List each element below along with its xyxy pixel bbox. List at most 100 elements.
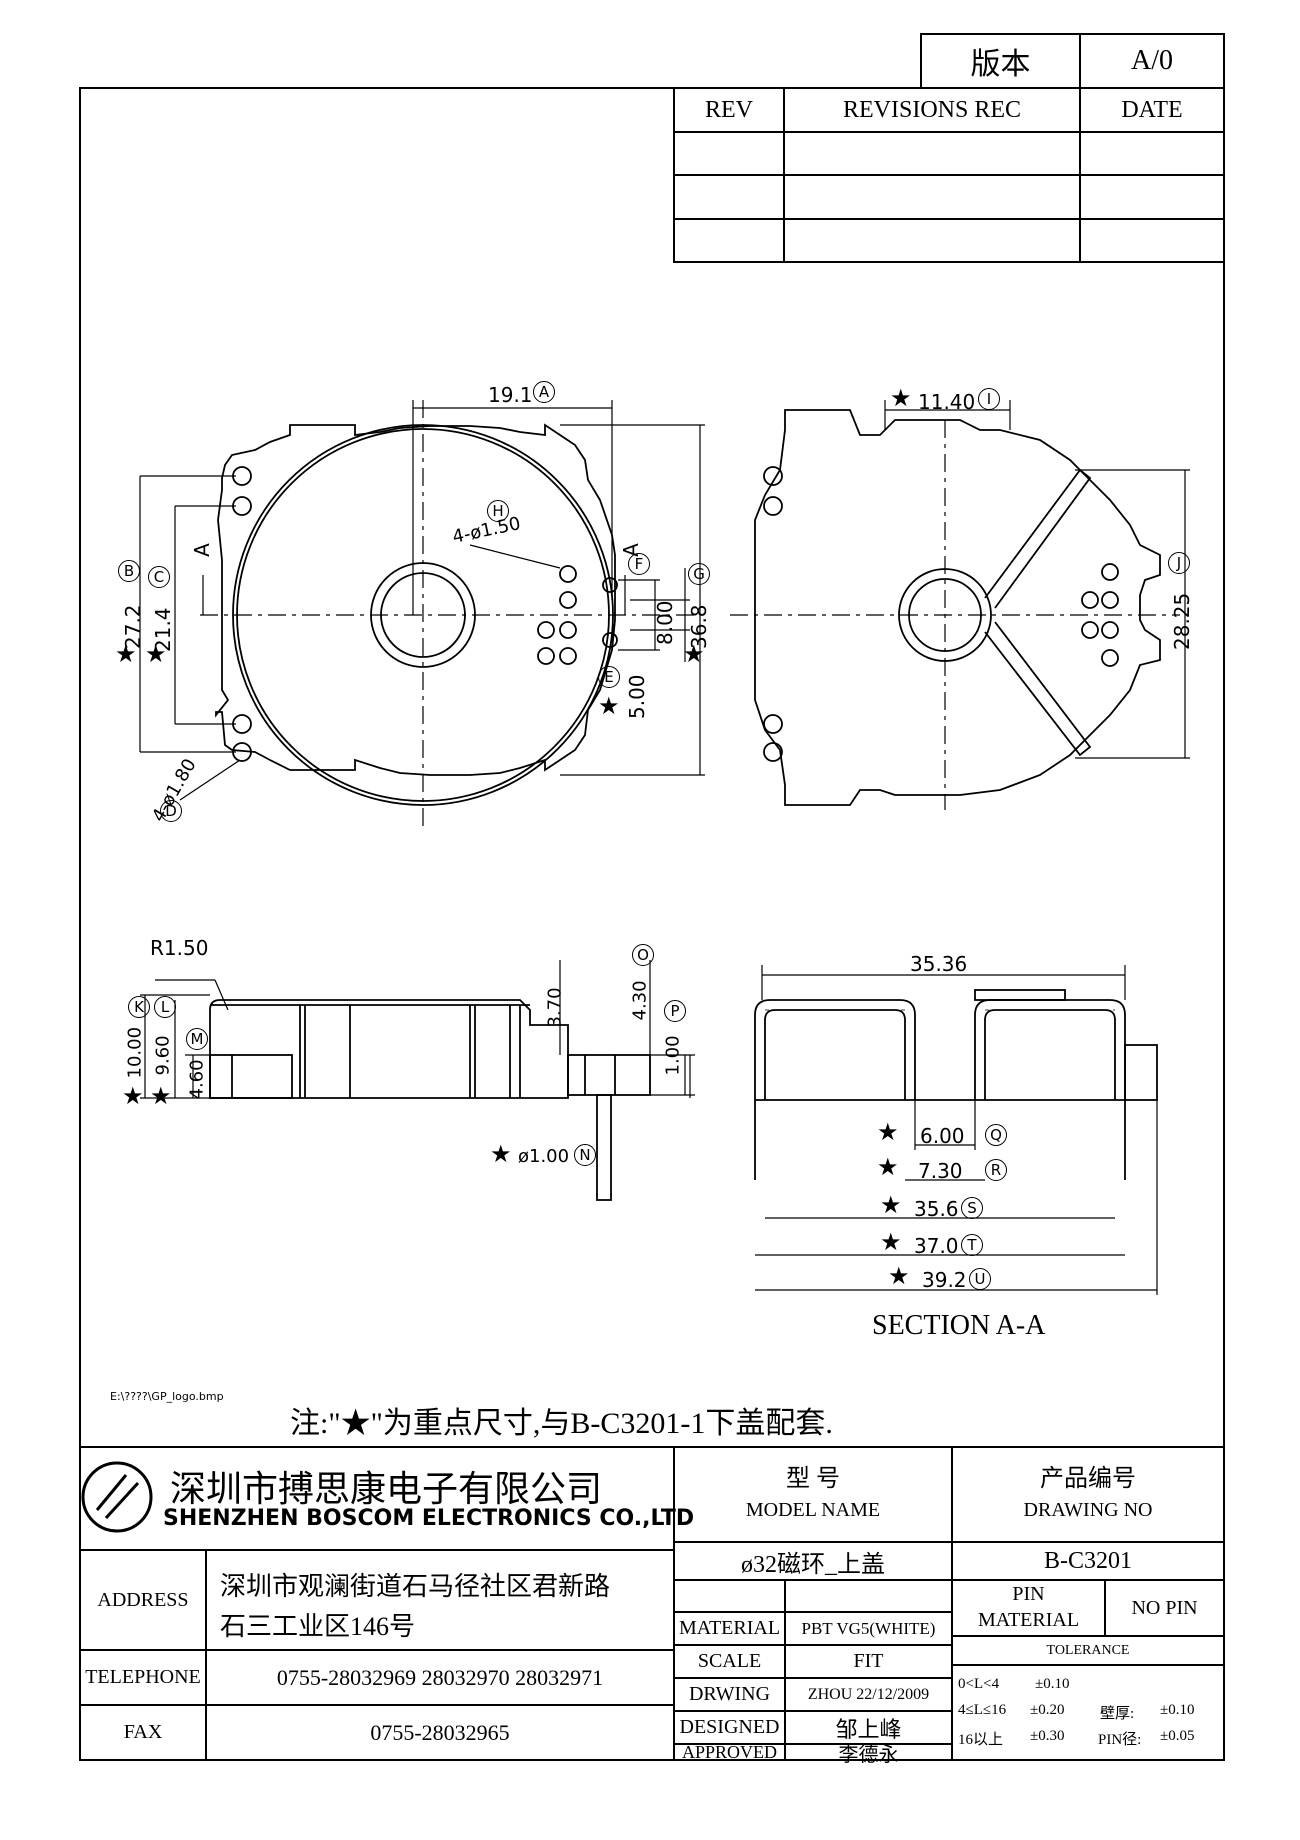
fax-value: 0755-28032965 <box>370 1719 510 1745</box>
fax-label: FAX <box>123 1721 163 1743</box>
dim-u-value: 39.2 <box>922 1268 967 1292</box>
section-mark-left: A <box>189 543 214 557</box>
rev-header: REV <box>705 96 753 123</box>
tolerance-label: TOLERANCE <box>1046 1642 1130 1658</box>
material-label: MATERIAL <box>678 1617 781 1639</box>
dim-r-star: ★ <box>877 1153 899 1181</box>
dim-i-tag: I <box>978 388 1000 410</box>
dim-c-tag: C <box>148 566 170 588</box>
address-label: ADDRESS <box>97 1588 189 1611</box>
designed-value: 邹上峰 <box>835 1716 902 1742</box>
dim-f-value: 8.00 <box>653 600 677 645</box>
dim-p-value: 1.00 <box>662 1035 684 1076</box>
tol-r2d: ±0.10 <box>1160 1702 1195 1718</box>
dim-s-star: ★ <box>880 1191 902 1219</box>
model-value: ø32磁环_上盖 <box>741 1551 885 1578</box>
note-text: 注:"★"为重点尺寸,与B-C3201-1下盖配套. <box>290 1407 833 1440</box>
tol-r1b: ±0.10 <box>1035 1676 1070 1692</box>
drawing-label-en: DRAWING NO <box>1023 1498 1153 1521</box>
dim-u-star: ★ <box>888 1262 910 1290</box>
revisions-rec-header: REVISIONS REC <box>842 96 1022 123</box>
dim-c-star: ★ <box>145 640 167 668</box>
dim-g-star: ★ <box>683 640 705 668</box>
designed-label: DESIGNED <box>679 1716 780 1738</box>
dim-b-tag: B <box>118 560 140 582</box>
dim-k-tag: K <box>128 996 150 1018</box>
dim-p-tag: P <box>664 1000 686 1022</box>
drwing-label: DRWING <box>688 1683 771 1705</box>
dim-j-tag: J <box>1168 552 1190 574</box>
approved-label: APPROVED <box>681 1741 778 1762</box>
dim-q-star: ★ <box>877 1118 899 1146</box>
scale-value: FIT <box>853 1650 884 1672</box>
model-label-cn: 型 号 <box>786 1465 840 1492</box>
dim-e-star: ★ <box>598 692 620 720</box>
dim-b-star: ★ <box>115 640 137 668</box>
telephone-label: TELEPHONE <box>85 1666 201 1688</box>
dim-l-value: 9.60 <box>152 1035 174 1076</box>
dim-d-tag: D <box>160 800 182 822</box>
address-line2: 石三工业区146号 <box>220 1612 416 1641</box>
scale-label: SCALE <box>697 1650 762 1672</box>
approved-value: 李德永 <box>838 1743 899 1766</box>
version-label: 版本 <box>970 48 1031 81</box>
tol-r1a: 0<L<4 <box>958 1676 1000 1692</box>
drawing-label-cn: 产品编号 <box>1040 1465 1136 1492</box>
dim-e-tag: E <box>598 666 620 688</box>
dim-n-value: ø1.00 <box>518 1146 570 1167</box>
dim-l-star: ★ <box>150 1082 172 1110</box>
drawing-border <box>79 87 1225 1761</box>
dim-t-value: 37.0 <box>914 1234 959 1258</box>
telephone-value: 0755-28032969 28032970 28032971 <box>276 1664 604 1690</box>
side-view <box>209 999 651 1201</box>
date-header: DATE <box>1121 96 1183 123</box>
dim-e-value: 5.00 <box>625 674 649 719</box>
dim-f-tag: F <box>628 553 650 575</box>
logo-path: E:\????\GP_logo.bmp <box>110 1390 224 1403</box>
dim-j-value: 28.25 <box>1170 592 1194 650</box>
dim-t-star: ★ <box>880 1228 902 1256</box>
tol-r3b: ±0.30 <box>1030 1728 1065 1744</box>
drawing-value: B-C3201 <box>1043 1547 1132 1574</box>
dim-t-tag: T <box>961 1234 983 1256</box>
dim-o-value: 4.30 <box>629 980 651 1021</box>
dim-u-tag: U <box>969 1268 991 1290</box>
version-value: A/0 <box>1131 45 1173 76</box>
dim-r-value: 7.30 <box>918 1159 963 1183</box>
company-name-cn: 深圳市搏思康电子有限公司 <box>170 1469 603 1509</box>
company-name-en: SHENZHEN BOSCOM ELECTRONICS CO.,LTD <box>163 1506 695 1531</box>
section-title: SECTION A-A <box>872 1310 1046 1341</box>
dim-i-star: ★ <box>890 384 912 412</box>
dim-a-tag: A <box>533 381 555 403</box>
dim-r-tag: R <box>985 1159 1007 1181</box>
dim-i-value: 11.40 <box>918 390 976 414</box>
section-view <box>754 989 1158 1180</box>
tol-r2b: ±0.20 <box>1030 1702 1065 1718</box>
tol-r3a: 16以上 <box>958 1732 1004 1748</box>
dim-s-tag: S <box>961 1197 983 1219</box>
pin-label-2: MATERIAL <box>977 1608 1080 1631</box>
dim-l-tag: L <box>154 996 176 1018</box>
dim-a-value: 19.1 <box>488 383 533 407</box>
pin-value: NO PIN <box>1131 1596 1198 1619</box>
dim-m-value: 4.60 <box>186 1059 208 1100</box>
tol-r3c: PIN径: <box>1098 1732 1142 1748</box>
title-block <box>80 1446 1224 1760</box>
model-label-en: MODEL NAME <box>745 1498 881 1521</box>
dim-n-star: ★ <box>490 1140 512 1168</box>
tol-r3d: ±0.05 <box>1160 1728 1195 1744</box>
dim-k-value: 10.00 <box>124 1026 146 1079</box>
tol-r2c: 壁厚: <box>1100 1706 1135 1722</box>
drwing-value: ZHOU 22/12/2009 <box>807 1685 930 1703</box>
dim-m-tag: M <box>186 1028 208 1050</box>
tol-r2a: 4≤L≤16 <box>958 1702 1007 1718</box>
dim-n-tag: N <box>574 1144 596 1166</box>
dim-s-value: 35.6 <box>914 1197 959 1221</box>
address-line1: 深圳市观澜街道石马径社区君新路 <box>220 1572 611 1601</box>
pin-label-1: PIN <box>1012 1582 1045 1605</box>
dim-k-star: ★ <box>122 1082 144 1110</box>
dim-3536: 35.36 <box>910 952 968 976</box>
dim-h-tag: H <box>487 500 509 522</box>
dim-q-tag: Q <box>985 1124 1007 1146</box>
dim-q-value: 6.00 <box>920 1124 965 1148</box>
